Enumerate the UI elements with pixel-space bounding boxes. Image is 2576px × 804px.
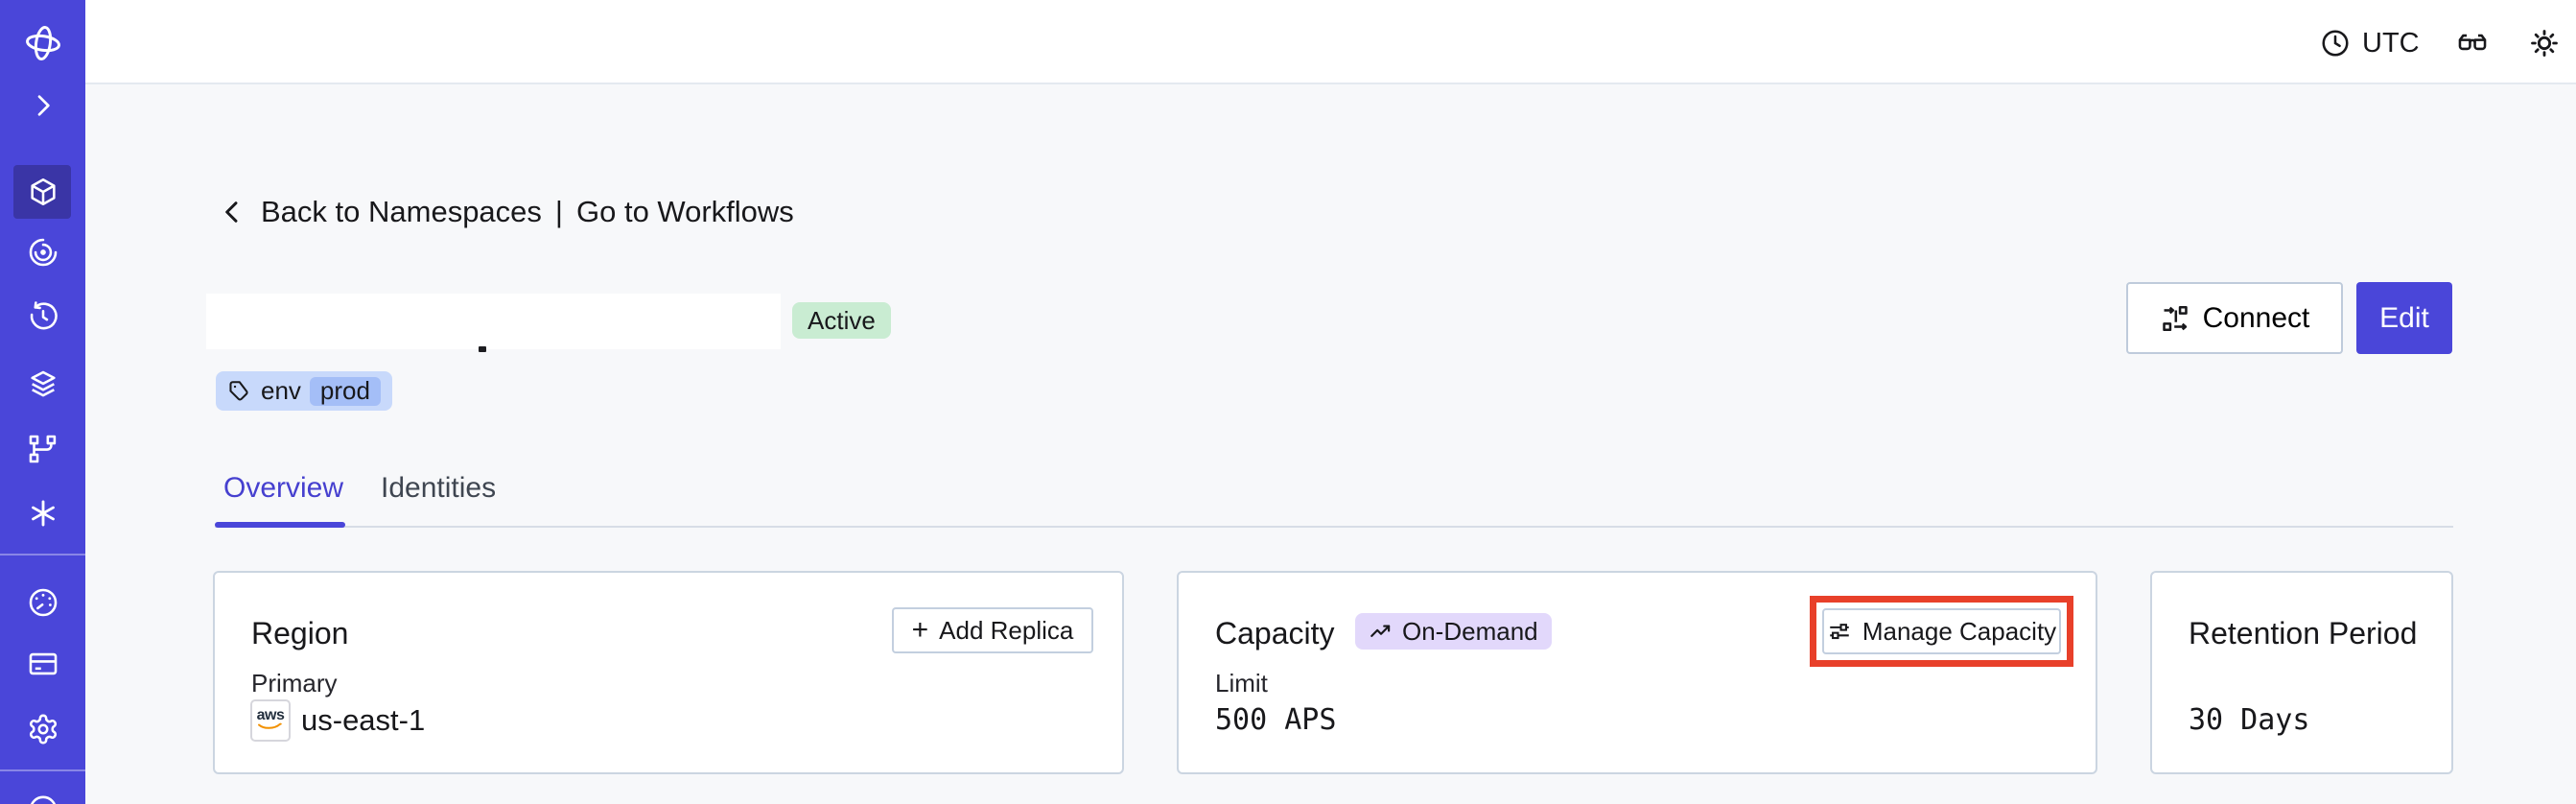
sidebar-item-branch[interactable] [0,433,85,465]
sidebar-item-layers[interactable] [0,367,85,400]
tag-key: env [261,376,301,405]
plus-icon: + [911,614,929,646]
temporal-logo-icon [23,23,63,63]
trending-up-icon [1369,619,1393,644]
sidebar-item-account[interactable] [0,791,85,804]
gear-icon [27,713,59,745]
breadcrumb-separator: | [554,195,563,228]
sidebar-item-cube[interactable] [0,176,85,208]
breadcrumb-workflows-link[interactable]: Go to Workflows [575,195,794,228]
edit-button-label: Edit [2379,301,2429,334]
namespace-name-remnant-dot [479,346,486,352]
status-badge: Active [792,302,891,339]
credit-card-icon [27,648,59,680]
sidebar-item-logo[interactable] [0,23,85,63]
sidebar-item-billing[interactable] [0,648,85,680]
add-replica-label: Add Replica [939,615,1074,645]
asterisk-icon [27,497,59,530]
retention-card [2150,571,2453,774]
partial-circle-icon [27,791,59,804]
ondemand-badge-label: On-Demand [1402,616,1538,646]
connect-button-label: Connect [2202,301,2310,334]
sidebar-item-settings[interactable] [0,713,85,745]
gauge-icon [27,586,59,619]
region-value: us-east-1 [301,703,426,737]
tab-identities[interactable]: Identities [381,472,497,504]
chevron-right-expand-icon [28,90,59,121]
tabs-divider-line [215,526,2453,528]
breadcrumb: Back to Namespaces | Go to Workflows [217,195,794,229]
connect-button[interactable]: Connect [2126,282,2343,354]
tab-overview[interactable]: Overview [223,472,344,504]
capacity-card [1177,571,2097,774]
layers-icon [27,367,59,400]
namespace-tag-chip: env prod [216,371,392,411]
region-card [213,571,1124,774]
annotation-highlight-box [1810,596,2073,667]
sidebar-item-asterisk[interactable] [0,497,85,530]
retention-value: 30 Days [2189,703,2310,737]
spiral-icon [27,236,59,269]
breadcrumb-back-link[interactable]: Back to Namespaces [261,195,542,228]
sidebar-item-gauge[interactable] [0,586,85,619]
aws-smile-icon [258,722,283,729]
ondemand-badge: On-Demand [1355,613,1552,650]
tag-icon [227,379,252,404]
edit-button[interactable]: Edit [2356,282,2452,354]
tag-value: prod [309,376,381,406]
sidebar [0,0,85,804]
retention-card-title: Retention Period [2189,616,2418,650]
timezone-selector[interactable]: UTC [2320,26,2420,60]
back-chevron-icon [217,197,247,227]
manage-capacity-button[interactable]: Manage Capacity [1822,608,2061,654]
sidebar-item-clock[interactable] [0,300,85,333]
clock-icon [2320,28,2351,59]
limit-label: Limit [1215,669,1268,698]
manage-capacity-label: Manage Capacity [1862,616,2057,646]
region-card-title: Region [251,616,349,650]
primary-label: Primary [251,669,338,698]
sidebar-item-expand[interactable] [0,90,85,121]
aws-provider-badge: aws [250,699,291,742]
timezone-label: UTC [2362,27,2420,59]
sidebar-divider [0,554,85,556]
active-tab-underline [215,522,345,528]
sidebar-item-spiral[interactable] [0,236,85,269]
topbar: UTC [85,0,2576,84]
sun-theme-icon[interactable] [2528,27,2561,59]
capacity-limit-value: 500 APS [1215,703,1337,737]
namespace-name-redacted [206,294,781,349]
clock-history-icon [27,300,59,333]
branch-icon [27,433,59,465]
glasses-icon[interactable] [2456,27,2489,59]
sidebar-divider-bottom [0,769,85,771]
add-replica-button[interactable]: + Add Replica [892,607,1093,653]
capacity-card-title: Capacity [1215,616,1335,650]
cube-namespaces-icon [27,176,59,208]
aws-logo-text: aws [256,707,285,723]
sliders-icon [1827,619,1852,644]
connect-icon [2160,303,2190,334]
